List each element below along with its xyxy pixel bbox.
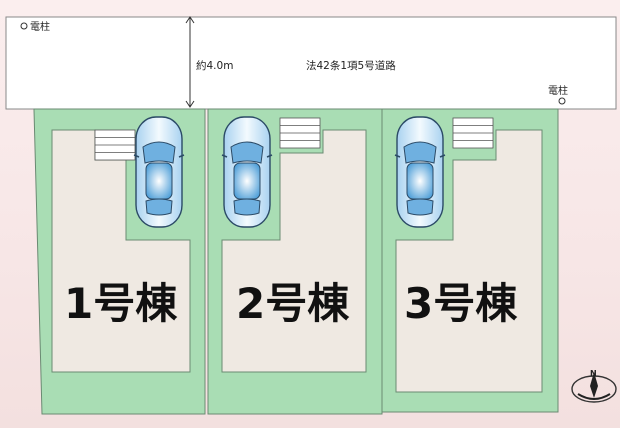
lot-3 [381, 108, 559, 413]
road-name-label: 法42条1項5号道路 [306, 59, 396, 72]
stairs-icon [94, 129, 136, 161]
road-width-dimension [185, 16, 195, 108]
road [5, 16, 617, 110]
lot-1-label: 1号棟 [64, 279, 178, 328]
lot-2 [207, 108, 383, 415]
car-icon [133, 116, 185, 228]
lot-1 [33, 108, 206, 415]
compass-north-label: N [590, 369, 597, 378]
utility-pole-icon [558, 97, 566, 105]
utility-pole-label-2: 電柱 [548, 84, 568, 97]
lot-3-label: 3号棟 [404, 279, 518, 328]
lot-2-label: 2号棟 [236, 279, 350, 328]
utility-pole-label-1: 電柱 [30, 20, 50, 33]
car-icon [221, 116, 273, 228]
stairs-icon [279, 117, 321, 149]
car-icon [394, 116, 446, 228]
road-width-label: 約4.0m [196, 59, 233, 72]
utility-pole-icon [20, 22, 28, 30]
stairs-icon [452, 117, 494, 149]
compass-icon [571, 372, 617, 403]
